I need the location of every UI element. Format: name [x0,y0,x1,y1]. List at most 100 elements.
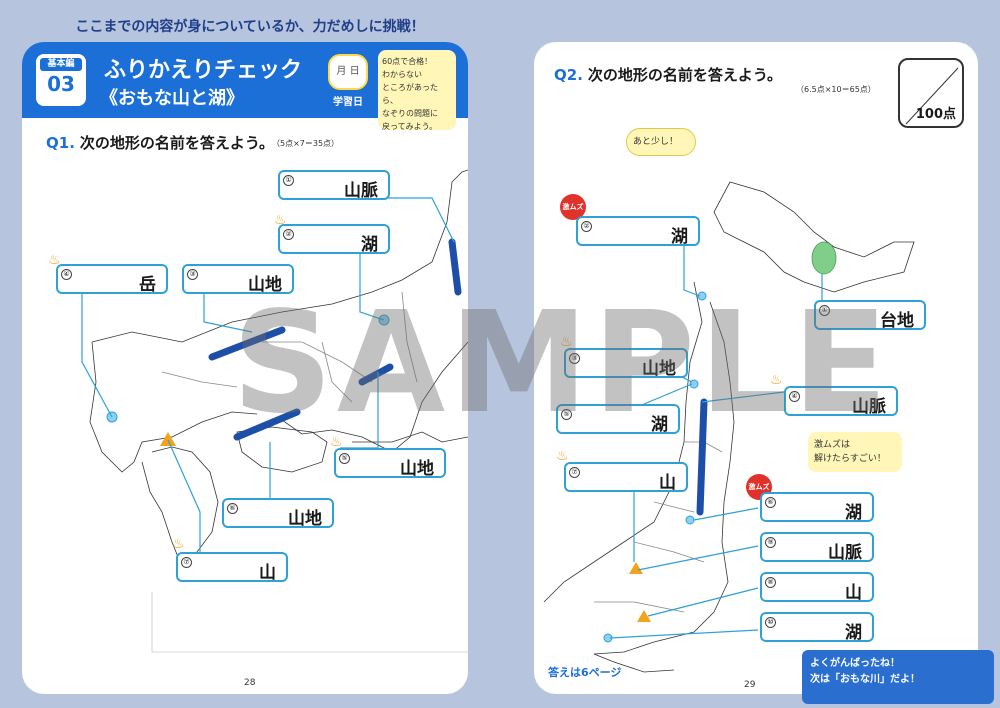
answer-suffix: 山 [259,563,276,583]
answer-number: ⑧ [765,577,776,588]
answer-box[interactable]: ⑨ 山脈 [760,532,874,563]
coastline [543,181,915,673]
score-formula: （5点×7＝35点） [272,139,340,148]
answer-suffix: 山脈 [344,181,378,201]
calendar-face: 月 日 [328,54,368,90]
banner: ここまでの内容が身についているか、力だめしに挑戦！ [75,19,425,35]
hint-bubble: あと少し！ [626,128,696,156]
fire-icon: ♨ [330,434,343,450]
answer-number: ⑥ [227,503,238,514]
answer-number: ④ [61,269,72,280]
answer-number: ⑦ [181,557,192,568]
hard-badge: 激ムズ [560,194,586,220]
next-lesson-note: よくがんばったね！ 次は「おもな川」だよ！ [802,650,994,704]
sample-watermark: SAMPLE [232,282,892,445]
question-text: 次の地形の名前を答えよう。 [587,66,782,84]
answer-suffix: 山地 [288,509,322,529]
answer-suffix: 湖 [651,415,668,435]
score-slash [905,67,959,125]
answer-suffix: 台地 [880,311,914,331]
answer-box[interactable]: ③ 山地 [564,348,688,379]
fire-icon: ♨ [770,372,783,388]
coastline [89,169,468,563]
answer-box[interactable]: ③ 山地 [182,264,294,295]
answer-suffix: 岳 [139,275,156,295]
answer-suffix: 山 [845,583,862,603]
score-box[interactable]: 100点 [898,58,964,128]
score-total: 100点 [915,107,956,122]
footer-line: 次は「おもな川」だよ！ [810,674,920,685]
plateau-marker [811,241,837,275]
fire-icon: ♨ [560,334,573,350]
mountain-markers [160,432,176,446]
answer-box[interactable]: ⑤ 山地 [334,448,446,479]
answer-reference: 答えは6ページ [548,666,622,679]
answer-number: ⑤ [339,453,350,464]
answer-box[interactable]: ① 山脈 [278,170,390,201]
fire-icon: ♨ [48,252,61,268]
answer-number: ⑨ [765,537,776,548]
answer-number: ① [283,175,294,186]
tip-line: ところがあったら、 [382,83,438,105]
answer-number: ③ [569,353,580,364]
answer-number: ⑥ [765,497,776,508]
question-number: Q1. [46,134,75,152]
study-date-calendar: 月 日 学習日 [326,54,370,110]
tip-line: わからない [382,70,422,79]
western-japan-map [81,169,468,653]
eastern-japan-map [543,181,915,673]
calendar-caption: 学習日 [333,97,363,108]
answer-number: ① [819,305,830,316]
answer-suffix: 山地 [400,459,434,479]
answer-suffix: 湖 [845,623,862,643]
question-number: Q2. [554,66,583,84]
tip-line: 戻ってみよう。 [382,122,438,131]
answer-box[interactable]: ⑥ 山地 [222,498,334,529]
answer-suffix: 山地 [248,275,282,295]
okinawa-inset-frame [151,592,468,653]
page-number: 29 [744,680,756,690]
lesson-kind: 基本編 [40,58,82,71]
answer-number: ⑤ [561,409,572,420]
range-markers [696,398,708,516]
left-page: 基本編 03 ふりかえりチェック 《おもな山と湖》 月 日 学習日 60点で合格… [22,42,468,694]
answer-number: ③ [187,269,198,280]
fire-icon: ♨ [172,536,185,552]
answer-box[interactable]: ① 台地 [814,300,926,331]
answer-box[interactable]: ④ 山脈 [784,386,898,417]
tip-note: 60点で合格！ わからない ところがあったら、 なぞりの問題に 戻ってみよう。 [378,50,456,131]
page-subtitle: 《おもな山と湖》 [100,88,244,109]
range-markers [208,238,462,441]
cheer-line: 解けたらすごい！ [814,454,886,464]
answer-number: ④ [789,391,800,402]
lesson-number: 03 [47,72,75,96]
question-text: 次の地形の名前を答えよう。 [79,134,274,152]
answer-suffix: 湖 [361,235,378,255]
answer-suffix: 湖 [845,503,862,523]
answer-suffix: 山地 [642,359,676,379]
answer-suffix: 山 [659,473,676,493]
tip-line: なぞりの問題に [382,109,438,118]
answer-suffix: 山脈 [852,397,886,417]
mountain-markers [629,562,651,622]
footer-line: よくがんばったね！ [810,658,900,669]
answer-number: ② [581,221,592,232]
tip-line: 60点で合格！ [382,57,433,66]
score-formula: （6.5点×10＝65点） [796,85,876,94]
right-page: Q2.次の地形の名前を答えよう。 （6.5点×10＝65点） 100点 あと少し… [534,42,978,694]
fire-icon: ♨ [556,448,569,464]
page-number: 28 [244,678,256,688]
question-1-title: Q1.次の地形の名前を答えよう。 [46,132,274,153]
answer-number: ⑦ [569,467,580,478]
answer-suffix: 山脈 [828,543,862,563]
question-2-title: Q2.次の地形の名前を答えよう。 [554,64,782,85]
